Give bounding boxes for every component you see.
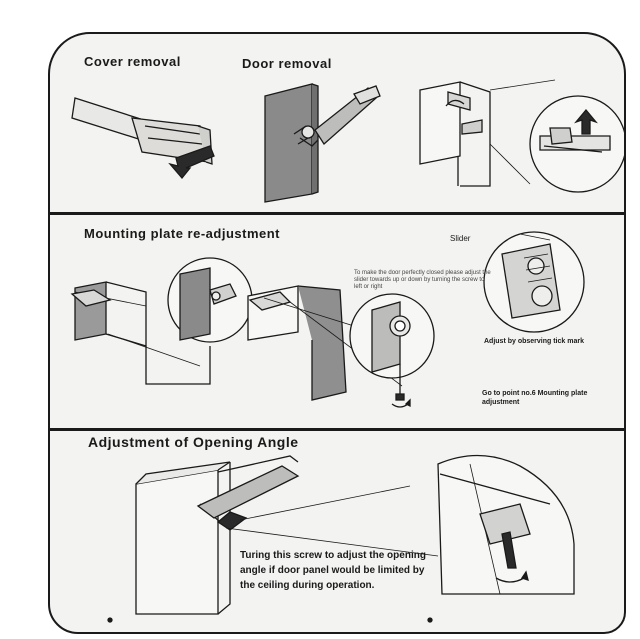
- opening-angle-title: Adjustment of Opening Angle: [88, 434, 299, 450]
- tick-mark-note: Adjust by observing tick mark: [484, 338, 584, 345]
- door-removal-illustration: [264, 83, 381, 203]
- opening-angle-illustration: [135, 454, 575, 615]
- goto-note-line1: Go to point no.6 Mounting plate: [482, 390, 588, 397]
- mounting-plate-illustration-2: [247, 285, 435, 408]
- door-removal-title: Door removal: [242, 56, 332, 71]
- opening-angle-note-line2: angle if door panel would be limited by: [240, 565, 425, 576]
- cover-removal-illustration: [71, 97, 215, 180]
- section-divider-top: [50, 212, 624, 215]
- goto-note-line2: adjustment: [482, 399, 520, 406]
- slider-label: Slider: [450, 234, 471, 243]
- corner-dot-left: [107, 617, 113, 623]
- mounting-plate-title: Mounting plate re-adjustment: [84, 226, 280, 241]
- mounting-plate-illustration-1: [70, 257, 253, 385]
- opening-angle-note-line3: the ceiling during operation.: [240, 580, 375, 591]
- cabinet-detail-illustration: [419, 79, 624, 193]
- opening-angle-note-line1: Turing this screw to adjust the opening: [240, 550, 426, 561]
- slider-detail-illustration: [483, 231, 585, 333]
- illustrations: [70, 79, 624, 623]
- corner-dot-right: [427, 617, 433, 623]
- mounting-instruction-text: To make the door perfectly closed please…: [354, 270, 491, 290]
- section-divider-bottom: [50, 428, 624, 431]
- instruction-sheet: Cover removal Door removal Mounting plat…: [48, 32, 626, 634]
- cover-removal-title: Cover removal: [84, 54, 181, 69]
